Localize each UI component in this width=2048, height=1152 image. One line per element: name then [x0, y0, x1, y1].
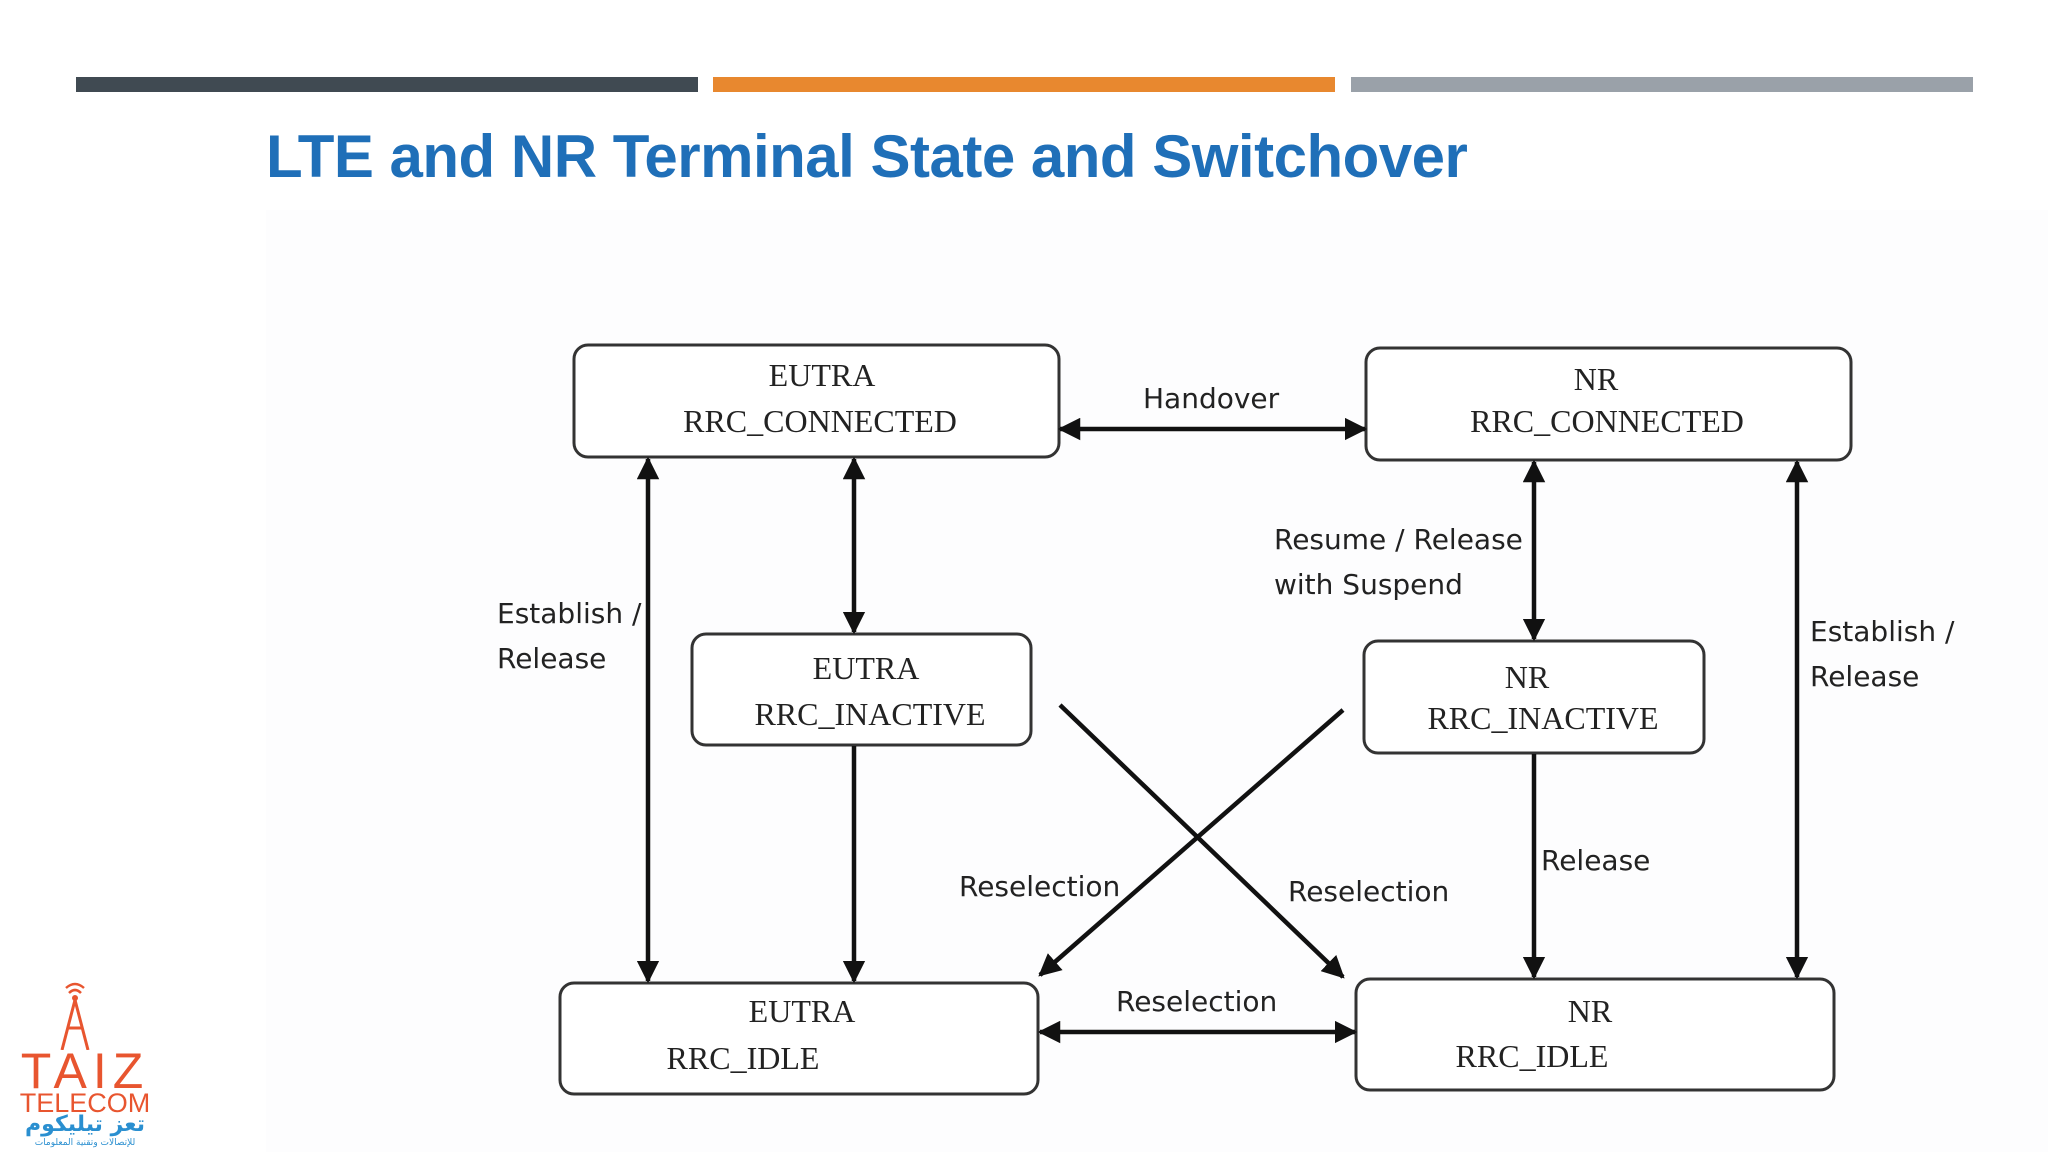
node-eutra-idle: EUTRA RRC_IDLE [558, 981, 1040, 1096]
logo-arabic-small: للإتصالات وتقنية المعلومات [34, 1138, 136, 1148]
logo-sub: TELECOM [19, 1088, 151, 1118]
node-nr-idle-line1: NR [1568, 993, 1613, 1029]
node-nr-idle-line2: RRC_IDLE [1456, 1038, 1609, 1074]
header-bar-orange [713, 77, 1335, 92]
logo-arabic: تعز تيليكوم [25, 1112, 145, 1137]
label-establish-right-2: Release [1810, 660, 1919, 693]
logo-word: TAIZ [20, 1043, 150, 1099]
header-bar-dark [76, 77, 698, 92]
slide-title: LTE and NR Terminal State and Switchover [266, 123, 1468, 190]
label-handover: Handover [1143, 382, 1280, 415]
node-nr-connected-line1: NR [1574, 361, 1619, 397]
node-nr-inactive-line2: RRC_INACTIVE [1427, 700, 1658, 736]
arrow-reselection-to-nr-idle [1058, 703, 1345, 979]
label-establish-right-1: Establish / [1810, 615, 1955, 648]
node-nr-connected: NR RRC_CONNECTED [1364, 346, 1853, 462]
label-reselection-right: Reselection [1288, 875, 1449, 908]
node-nr-connected-line2: RRC_CONNECTED [1470, 403, 1744, 439]
label-release: Release [1541, 844, 1650, 877]
arrow-reselection-to-eutra-idle [1038, 708, 1345, 977]
node-nr-inactive: NR RRC_INACTIVE [1362, 639, 1706, 755]
node-eutra-inactive-line1: EUTRA [813, 650, 920, 686]
label-establish-left-2: Release [497, 642, 606, 675]
label-reselection-left: Reselection [959, 870, 1120, 903]
antenna-icon [60, 982, 90, 1050]
header-bar-gray [1351, 77, 1973, 92]
node-eutra-connected: EUTRA RRC_CONNECTED [572, 343, 1061, 459]
node-eutra-inactive: EUTRA RRC_INACTIVE [690, 632, 1033, 747]
label-establish-left-1: Establish / [497, 597, 642, 630]
node-eutra-inactive-line2: RRC_INACTIVE [754, 696, 985, 732]
company-logo: TAIZ TELECOM تعز تيليكوم للإتصالات وتقني… [10, 980, 160, 1148]
label-resume-2: with Suspend [1274, 568, 1463, 601]
label-reselection-bottom: Reselection [1116, 985, 1277, 1018]
label-resume-1: Resume / Release [1274, 523, 1523, 556]
node-eutra-connected-line2: RRC_CONNECTED [683, 403, 957, 439]
node-nr-inactive-line1: NR [1505, 659, 1550, 695]
node-nr-idle: NR RRC_IDLE [1354, 977, 1836, 1092]
node-eutra-idle-line2: RRC_IDLE [667, 1040, 820, 1076]
node-eutra-idle-line1: EUTRA [749, 993, 856, 1029]
node-eutra-connected-line1: EUTRA [769, 357, 876, 393]
